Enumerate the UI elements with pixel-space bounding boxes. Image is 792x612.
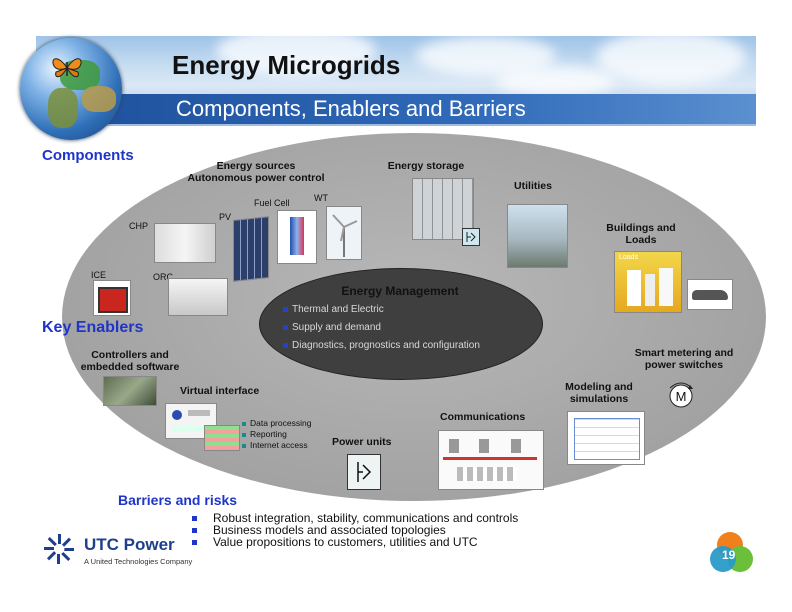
power-units-label: Power units — [332, 436, 392, 448]
ice-generator-image — [93, 280, 131, 316]
wt-label: WT — [314, 193, 328, 203]
communications-label: Communications — [440, 411, 525, 423]
utilities-label: Utilities — [508, 180, 558, 192]
car-image — [687, 279, 733, 310]
em-item: Diagnostics, prognostics and configurati… — [283, 337, 543, 355]
controllers-label: Controllers and embedded software — [72, 349, 188, 373]
page-title: Energy Microgrids — [172, 50, 400, 81]
chp-label: CHP — [129, 221, 148, 231]
smart-metering-label: Smart metering and power switches — [626, 347, 742, 371]
buildings-loads-image: Loads — [614, 251, 682, 313]
barrier-item: Value propositions to customers, utiliti… — [192, 536, 518, 548]
butterfly-icon — [50, 52, 84, 84]
controller-board-image — [103, 376, 157, 406]
inverter-icon — [462, 228, 480, 246]
utc-power-tagline: A United Technologies Company — [84, 557, 192, 566]
vi-item: Internet access — [242, 440, 311, 451]
vi-item: Reporting — [242, 429, 311, 440]
page-number: 19 — [722, 548, 735, 562]
utc-power-name: UTC Power — [84, 535, 175, 555]
buildings-loads-label: Buildings and Loads — [596, 222, 686, 246]
utc-power-logo-icon — [42, 532, 76, 566]
page-subtitle: Components, Enablers and Barriers — [176, 96, 526, 122]
fuel-cell-image — [277, 210, 317, 264]
energy-storage-label: Energy storage — [376, 160, 476, 172]
modeling-diagram — [567, 411, 645, 465]
power-unit-icon — [347, 454, 381, 490]
key-enablers-heading: Key Enablers — [42, 319, 143, 337]
energy-management-title: Energy Management — [259, 284, 541, 298]
loads-sign: Loads — [615, 252, 681, 263]
energy-management-list: Thermal and Electric Supply and demand D… — [283, 301, 543, 355]
em-item: Thermal and Electric — [283, 301, 543, 319]
pv-label: PV — [219, 212, 231, 222]
barriers-heading: Barriers and risks — [118, 492, 237, 508]
orc-image — [168, 278, 228, 316]
motor-symbol: M — [676, 389, 687, 404]
pv-panel-image — [233, 216, 269, 282]
communications-diagram — [438, 430, 544, 490]
virtual-interface-screen-2 — [204, 425, 240, 451]
energy-sources-label: Energy sources Autonomous power control — [186, 160, 326, 184]
virtual-interface-label: Virtual interface — [180, 385, 259, 397]
chp-image — [154, 223, 216, 263]
barriers-list: Robust integration, stability, communica… — [192, 512, 518, 548]
header-banner: Energy Microgrids Components, Enablers a… — [36, 36, 756, 126]
fuel-cell-label: Fuel Cell — [254, 198, 290, 208]
vi-item: Data processing — [242, 418, 311, 429]
utilities-image — [507, 204, 568, 268]
modeling-label: Modeling and simulations — [554, 381, 644, 405]
ice-label: ICE — [91, 270, 106, 280]
em-item: Supply and demand — [283, 319, 543, 337]
components-heading: Components — [42, 147, 134, 164]
wind-turbine-image — [326, 206, 362, 260]
virtual-interface-list: Data processing Reporting Internet acces… — [242, 418, 311, 451]
motor-switch-icon: M — [664, 380, 698, 410]
